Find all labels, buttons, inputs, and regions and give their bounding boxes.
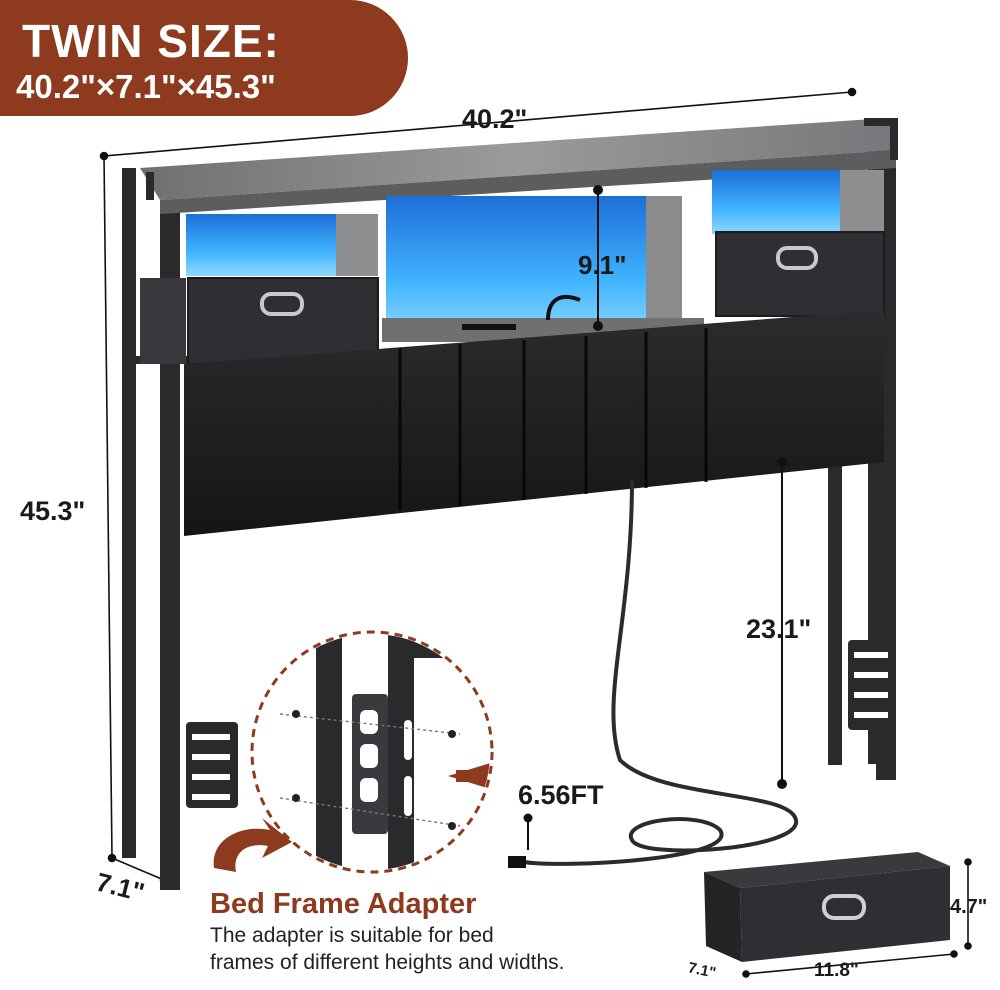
- badge-dimensions: 40.2"×7.1"×45.3": [16, 68, 276, 105]
- height-label: 45.3": [20, 496, 86, 526]
- magnifier-detail: [213, 630, 494, 874]
- shelf-height-label: 9.1": [578, 250, 627, 280]
- cord-marker: [523, 813, 533, 850]
- right-drawer: [715, 231, 885, 317]
- power-cord: [523, 479, 798, 866]
- bin-width-label: 11.8": [814, 960, 859, 981]
- fabric-bin: [704, 852, 950, 962]
- width-label: 40.2": [462, 104, 528, 134]
- adapter-description-line: frames of different heights and widths.: [210, 951, 565, 974]
- left-drawer: [187, 277, 379, 365]
- adapter-title: Bed Frame Adapter: [210, 888, 477, 920]
- shelf-height-marker: [593, 185, 603, 331]
- leg-height-marker: [777, 457, 787, 789]
- tufting-seams: [398, 328, 708, 510]
- adapter-description-line: The adapter is suitable for bed: [210, 924, 494, 947]
- cord-length-label: 6.56FT: [518, 780, 604, 810]
- leg-adapter-right: [848, 640, 896, 730]
- callout-arrow: [213, 818, 292, 872]
- size-badge: TWIN SIZE: 40.2"×7.1"×45.3": [0, 0, 408, 116]
- height-dimension-line: [103, 155, 117, 863]
- leg-height-label: 23.1": [746, 614, 812, 644]
- bin-dimension-lines: [742, 858, 972, 978]
- center-shelf-led: [386, 196, 682, 336]
- padded-headboard: [184, 310, 884, 536]
- bin-height-label: 4.7": [950, 896, 988, 918]
- top-shelf-board: [140, 118, 896, 200]
- leg-adapter-left: [186, 722, 238, 808]
- adapter-description: The adapter is suitable for bed frames o…: [210, 922, 660, 976]
- badge-title: TWIN SIZE:: [22, 15, 280, 67]
